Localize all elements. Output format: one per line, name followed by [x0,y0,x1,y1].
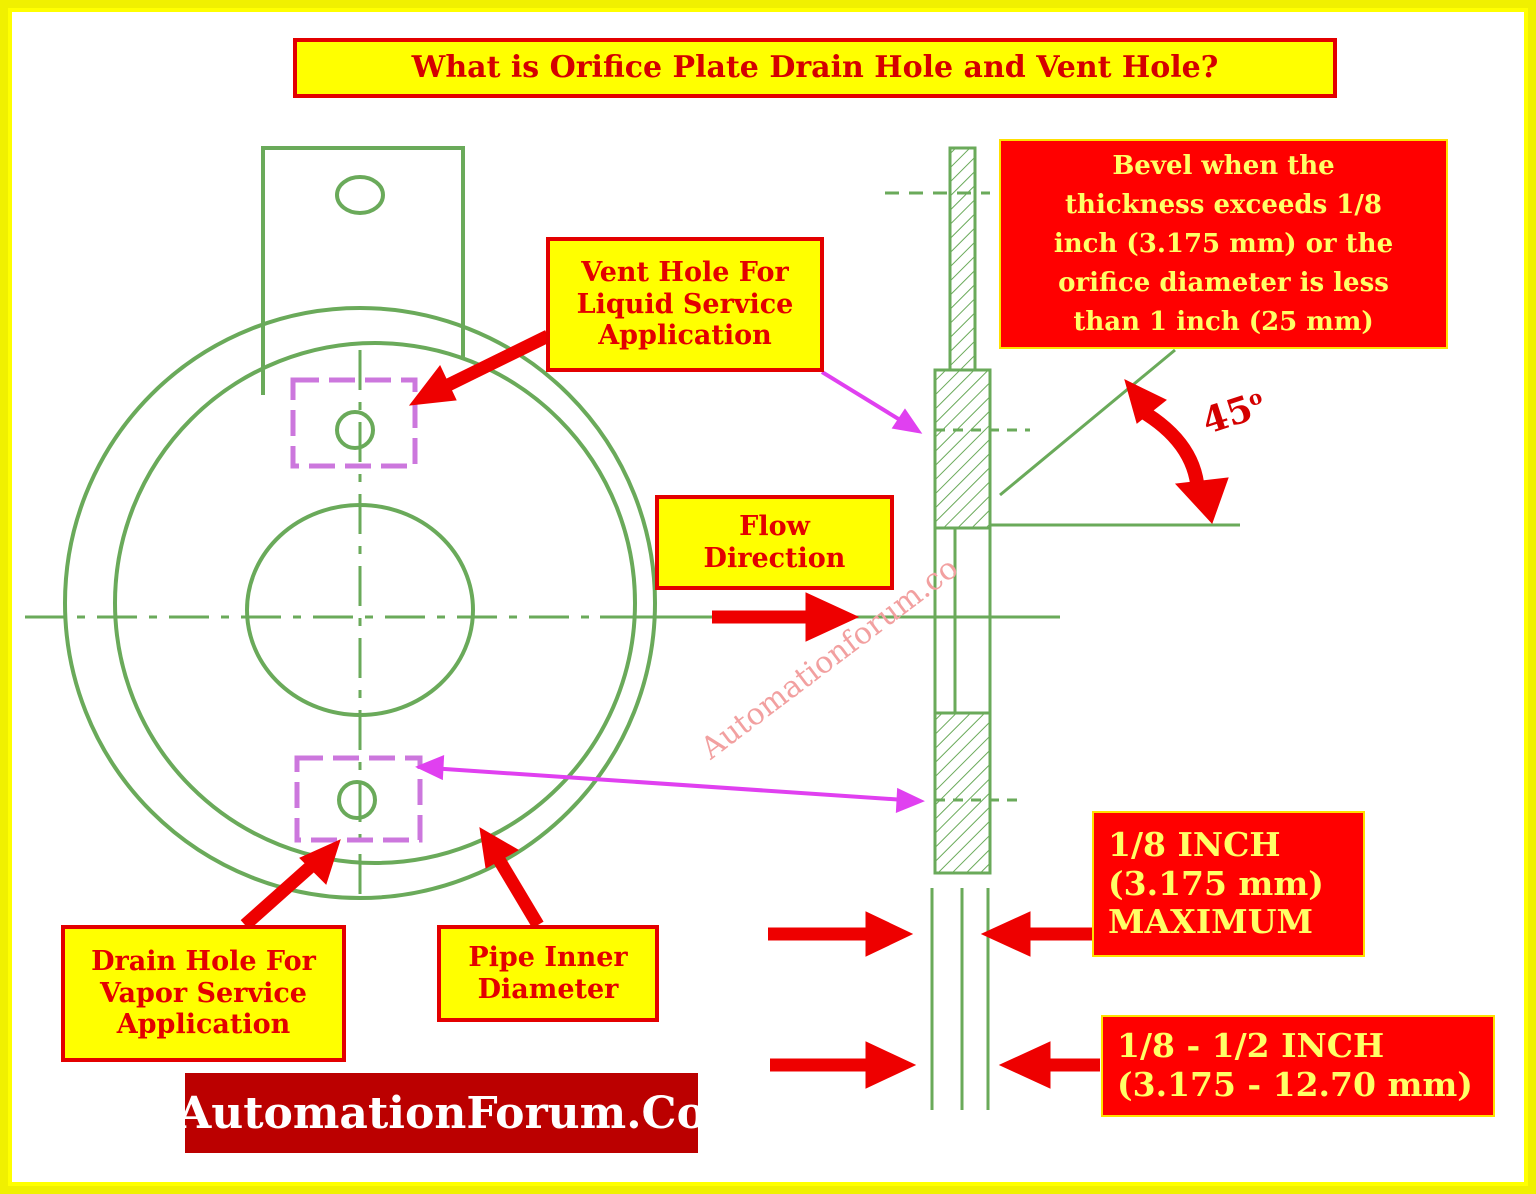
thickness-max-line-3: MAXIMUM [1108,902,1314,942]
thickness-max-line-2: (3.175 mm) [1108,863,1324,903]
bevel-note-line-5: than 1 inch (25 mm) [1073,306,1374,337]
pipe-inner-diameter-circle [113,341,637,865]
pipe-inner-diameter-line-2: Diameter [477,973,619,1005]
thickness-range-line-2: (3.175 - 12.70 mm) [1117,1065,1473,1104]
bevel-note-line-1: Bevel when the [1112,150,1335,181]
vent-hole-marker [290,377,418,469]
bevel-note-line-3: inch (3.175 mm) or the [1053,228,1394,259]
drain-hole-label-line-3: Application [116,1009,291,1041]
vent-hole-label-line-1: Vent Hole For [581,256,789,288]
thickness-range-line-1: 1/8 - 1/2 INCH [1117,1026,1385,1066]
handle-hole [335,175,385,215]
thickness-range-label: 1/8 - 1/2 INCH (3.175 - 12.70 mm) [1101,1015,1495,1117]
flow-direction-line-2: Direction [703,542,846,574]
page-title-text: What is Orifice Plate Drain Hole and Ven… [411,50,1219,86]
drain-hole-marker [294,755,423,843]
magenta-pointers [415,370,925,814]
pipe-inner-diameter-label: Pipe Inner Diameter [437,925,659,1022]
page-title: What is Orifice Plate Drain Hole and Ven… [293,38,1337,98]
thickness-max-label: 1/8 INCH (3.175 mm) MAXIMUM [1092,811,1365,957]
bevel-note-line-4: orifice diameter is less [1058,267,1389,298]
flow-direction-line-1: Flow [739,510,810,542]
plate-outer-edge [63,306,657,900]
drain-hole-label-line-2: Vapor Service [100,977,307,1009]
orifice-plate-side-view [885,146,1240,1110]
vent-hole [335,410,375,450]
red-arrows [240,330,1229,1089]
brand-logo: AutomationForum.Co [177,1073,706,1153]
drain-hole-label-line-1: Drain Hole For [91,945,316,977]
vent-hole-label: Vent Hole For Liquid Service Application [546,237,824,372]
bevel-note-line-2: thickness exceeds 1/8 [1065,189,1382,220]
thickness-max-line-1: 1/8 INCH [1108,824,1281,864]
drain-hole-label: Drain Hole For Vapor Service Application [61,925,346,1062]
flow-direction-label: Flow Direction [655,495,894,590]
brand-text: AutomationForum.Co [177,1087,706,1139]
vent-hole-label-line-2: Liquid Service [576,288,794,320]
plate-handle [261,146,465,395]
bevel-note: Bevel when the thickness exceeds 1/8 inc… [999,139,1448,349]
vent-hole-label-line-3: Application [598,320,772,352]
pipe-inner-diameter-line-1: Pipe Inner [468,941,628,973]
drain-hole [337,780,377,820]
